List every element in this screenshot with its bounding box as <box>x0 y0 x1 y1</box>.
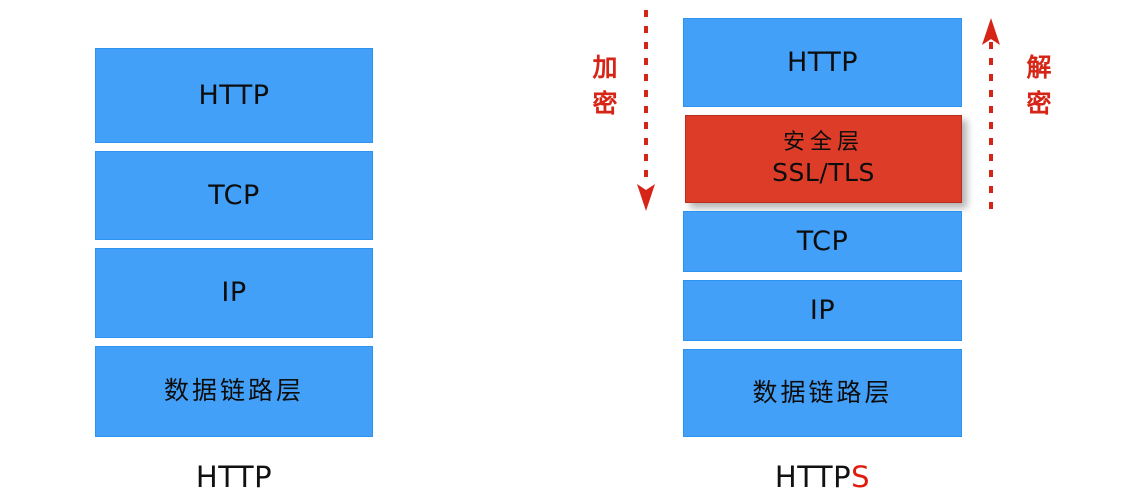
left-layer-ip: IP <box>95 248 373 338</box>
right-layer-security-cjk-label: 安全层 <box>782 130 864 156</box>
right-layer-data-link: 数据链路层 <box>683 349 962 437</box>
right-layer-http: HTTP <box>683 18 962 107</box>
left-layer-tcp: TCP <box>95 151 373 240</box>
left-layer-ip-label: IP <box>221 277 247 309</box>
left-layer-data-link: 数据链路层 <box>95 346 373 437</box>
right-layer-tcp-label: TCP <box>796 225 849 257</box>
right-stack-caption: HTTPS <box>683 460 962 494</box>
left-layer-data-link-label: 数据链路层 <box>163 376 304 406</box>
right-layer-ip: IP <box>683 280 962 341</box>
right-stack-caption-main: HTTP <box>774 460 852 494</box>
right-layer-security-latin-label: SSL/TLS <box>772 157 875 187</box>
decrypt-label: 解密 <box>1022 50 1056 123</box>
decrypt-arrow-up-icon <box>982 18 1000 217</box>
encrypt-label-text: 加密 <box>592 53 618 119</box>
decrypt-label-text: 解密 <box>1026 53 1052 119</box>
right-layer-ip-label: IP <box>809 294 836 326</box>
encrypt-label: 加密 <box>588 50 622 123</box>
encrypt-arrow-down-icon <box>637 10 655 211</box>
right-stack-caption-accent: S <box>851 460 871 494</box>
left-stack-caption: HTTP <box>95 460 373 494</box>
left-layer-tcp-label: TCP <box>208 179 260 211</box>
right-layer-security-ssl-tls: 安全层 SSL/TLS <box>685 115 962 203</box>
right-layer-tcp: TCP <box>683 211 962 272</box>
right-layer-data-link-label: 数据链路层 <box>752 377 893 407</box>
right-layer-http-label: HTTP <box>786 46 859 78</box>
left-stack-caption-text: HTTP <box>195 460 273 494</box>
left-layer-http-label: HTTP <box>198 79 270 111</box>
left-layer-http: HTTP <box>95 48 373 143</box>
